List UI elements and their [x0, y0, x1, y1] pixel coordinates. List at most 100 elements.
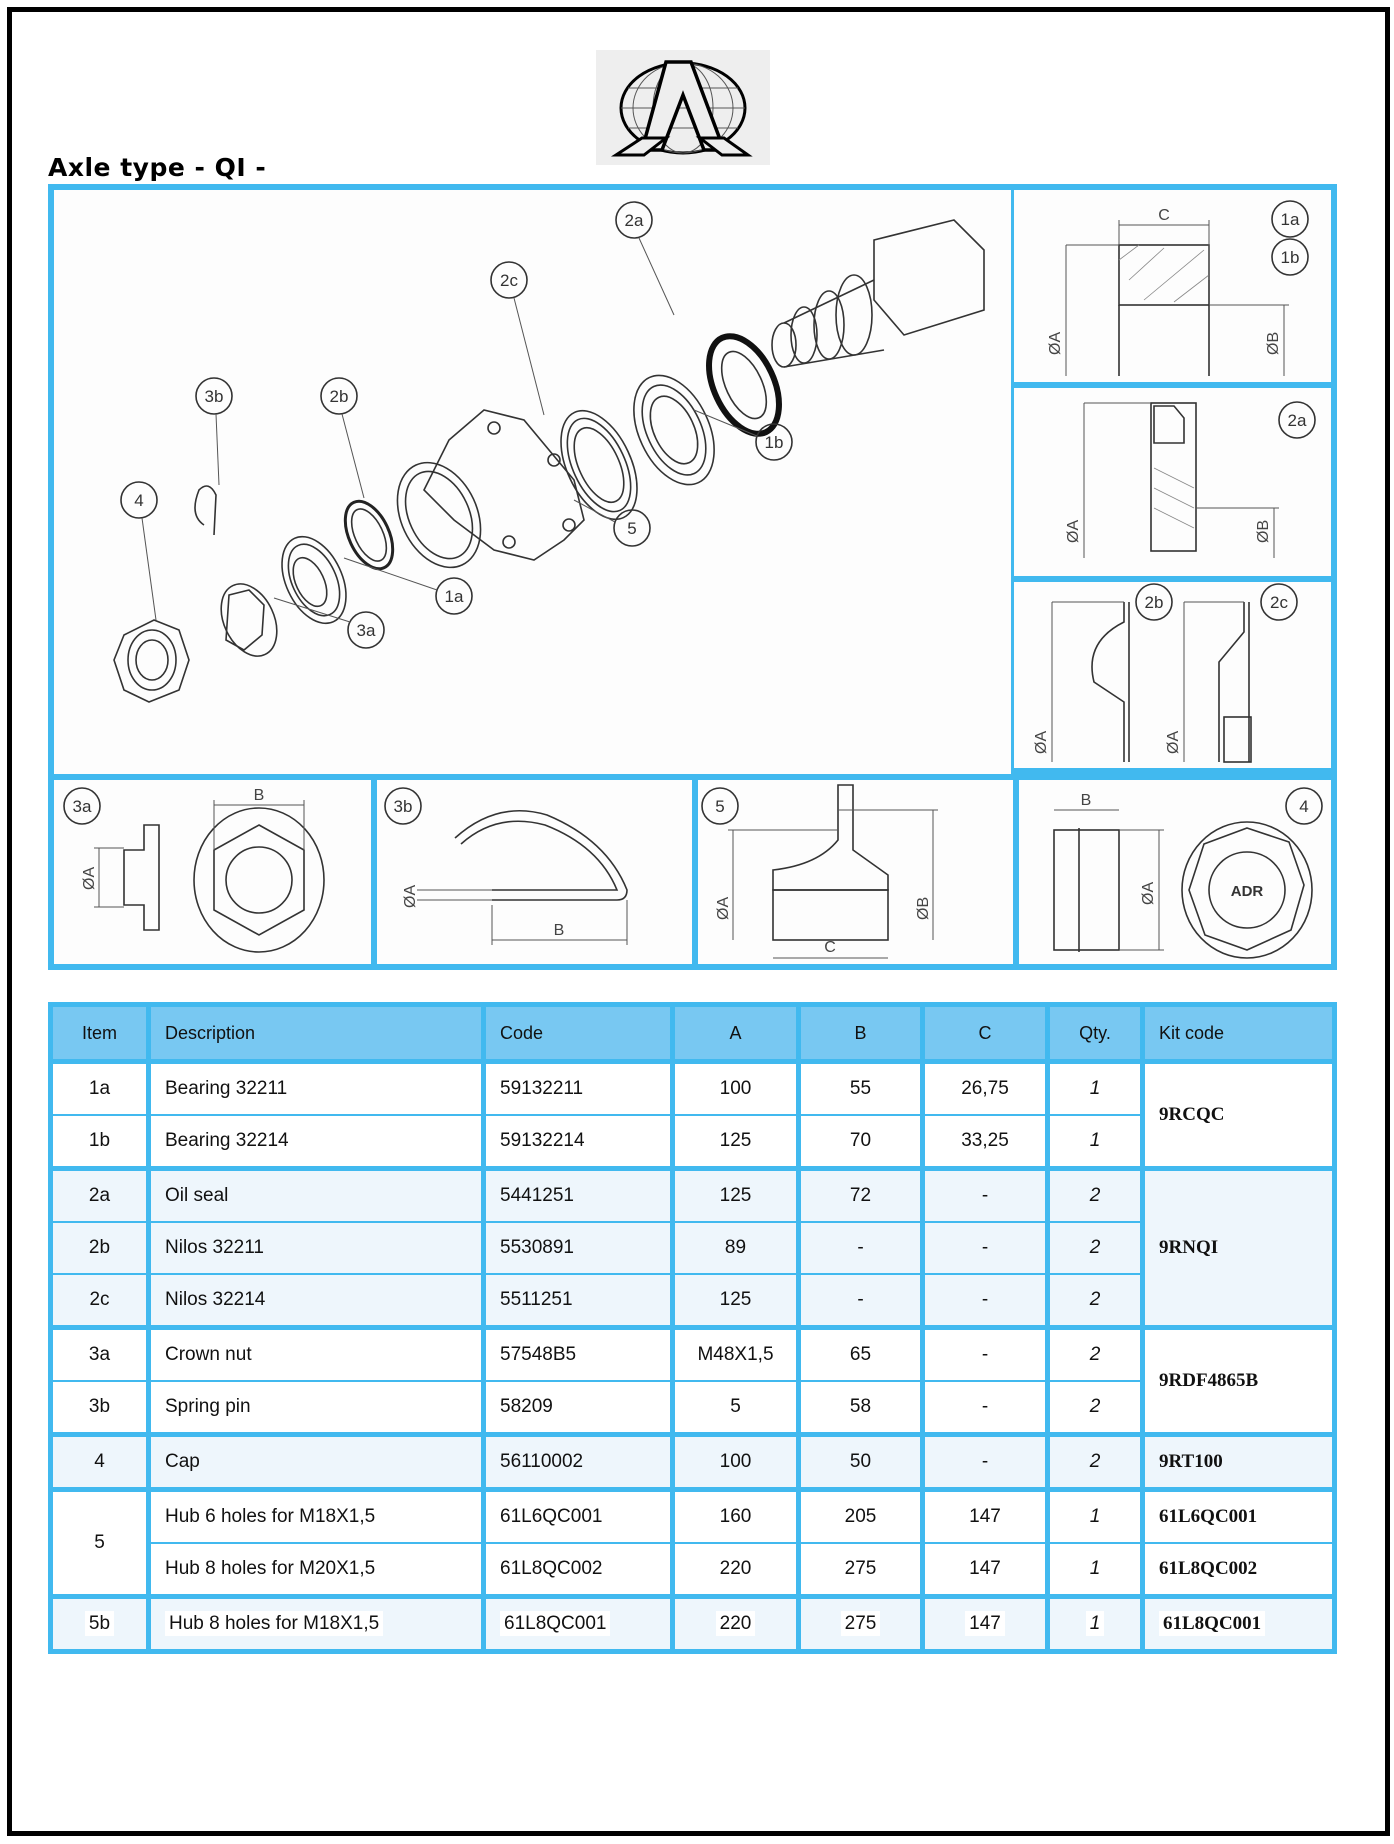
svg-text:ØA: ØA	[1140, 882, 1157, 905]
svg-text:4: 4	[1299, 797, 1308, 816]
page-border	[7, 7, 1390, 1836]
hub-drawing	[396, 409, 585, 569]
cell-item: 1b	[48, 1114, 151, 1169]
svg-text:1a: 1a	[1281, 210, 1300, 229]
cell-qty: 1	[1045, 1487, 1145, 1543]
cell-description: Hub 8 holes for M20X1,5	[146, 1542, 486, 1597]
cell-b: 275	[796, 1542, 925, 1597]
svg-text:ØB: ØB	[1265, 332, 1282, 355]
cell-qty: 1	[1045, 1114, 1145, 1169]
cell-code: 61L8QC002	[481, 1542, 675, 1597]
cell-a: M48X1,5	[670, 1325, 801, 1381]
header-c: C	[920, 1004, 1050, 1064]
cell-code: 57548B5	[481, 1325, 675, 1381]
table-header-row: Item Description Code A B C Qty. Kit cod…	[48, 1004, 1337, 1064]
callout-3b: 3b	[195, 377, 233, 486]
cell-c: 147	[920, 1594, 1050, 1652]
svg-text:1a: 1a	[445, 587, 464, 606]
adr-globe-logo-icon	[610, 60, 753, 157]
callout-1a: 1a	[343, 557, 473, 615]
cell-kit-code: 9RCQC	[1140, 1061, 1337, 1169]
cell-qty: 2	[1045, 1325, 1145, 1381]
svg-text:3a: 3a	[357, 621, 376, 640]
exploded-view-drawing: 2a 2c 1b 3b 2b 5 4 1a 3a	[113, 201, 985, 703]
cell-qty: 1	[1045, 1594, 1145, 1652]
cell-description: Nilos 32214	[146, 1273, 486, 1328]
svg-text:2c: 2c	[1270, 593, 1288, 612]
cell-description: Bearing 32211	[146, 1061, 486, 1115]
cell-a: 160	[670, 1487, 801, 1543]
cell-a: 100	[670, 1432, 801, 1490]
cell-item: 5b	[48, 1594, 151, 1652]
svg-text:1b: 1b	[1281, 248, 1300, 267]
table-row: 3b Spring pin 58209 5 58 - 2	[48, 1380, 1335, 1435]
cell-qty: 2	[1045, 1221, 1145, 1274]
cell-item: 4	[48, 1432, 151, 1490]
cell-code: 59132211	[481, 1061, 675, 1115]
cell-c: 147	[920, 1487, 1050, 1543]
cell-b: 50	[796, 1432, 925, 1490]
callout-4: 4	[120, 481, 158, 621]
cell-b: 55	[796, 1061, 925, 1115]
table-row: 4 Cap 56110002 100 50 - 2 9RT100	[48, 1432, 1337, 1490]
table-row: 2b Nilos 32211 5530891 89 - - 2	[48, 1221, 1335, 1274]
callout-5: 5	[573, 499, 651, 547]
cell-kit-code: 9RT100	[1140, 1432, 1337, 1490]
svg-text:3a: 3a	[73, 797, 92, 816]
cell-item: 1a	[48, 1061, 151, 1115]
cell-kit-code: 61L6QC001	[1140, 1487, 1337, 1543]
detail-panel-1a-1b: C ØA ØB 1a 1b	[1014, 190, 1331, 382]
cell-code: 5441251	[481, 1166, 675, 1222]
svg-text:ØA: ØA	[1165, 731, 1182, 754]
cell-b: 58	[796, 1380, 925, 1435]
svg-text:ØB: ØB	[915, 897, 932, 920]
svg-text:2c: 2c	[500, 271, 518, 290]
svg-text:ØA: ØA	[1047, 332, 1064, 355]
cell-description: Oil seal	[146, 1166, 486, 1222]
table-row: 5b Hub 8 holes for M18X1,5 61L8QC001 220…	[48, 1594, 1337, 1652]
cell-qty: 2	[1045, 1380, 1145, 1435]
cell-b: 65	[796, 1325, 925, 1381]
svg-text:ØA: ØA	[715, 897, 732, 920]
detail-panel-2a: ØA ØB 2a	[1014, 388, 1331, 576]
cell-qty: 1	[1045, 1542, 1145, 1597]
header-b: B	[796, 1004, 925, 1064]
svg-text:C: C	[1158, 207, 1170, 224]
svg-text:C: C	[824, 939, 836, 956]
table-row: 5 Hub 6 holes for M18X1,5 61L6QC001 160 …	[48, 1487, 1337, 1597]
cell-c: -	[920, 1380, 1050, 1435]
cell-c: 147	[920, 1542, 1050, 1597]
cell-b: 205	[796, 1487, 925, 1543]
cell-kit-code: 61L8QC001	[1140, 1594, 1337, 1652]
svg-text:2a: 2a	[625, 211, 644, 230]
company-logo	[596, 50, 770, 165]
header-description: Description	[146, 1004, 486, 1064]
detail-panel-2b-2c: ØA ØA 2b 2c	[1014, 582, 1331, 768]
cell-a: 125	[670, 1114, 801, 1169]
cell-description: Nilos 32211	[146, 1221, 486, 1274]
axle-stub-drawing	[771, 219, 985, 368]
cell-description: Hub 6 holes for M18X1,5	[146, 1487, 486, 1543]
cell-qty: 2	[1045, 1273, 1145, 1328]
cell-code: 61L8QC001	[481, 1594, 675, 1652]
cell-c: -	[920, 1166, 1050, 1222]
page-title: Axle type - QI -	[48, 153, 267, 182]
cell-code: 56110002	[481, 1432, 675, 1490]
cell-c: -	[920, 1325, 1050, 1381]
detail-panel-4: 4 B ØA ADR	[1019, 780, 1331, 964]
svg-text:2b: 2b	[1145, 593, 1164, 612]
cell-description: Hub 8 holes for M18X1,5	[146, 1594, 486, 1652]
svg-text:ØA: ØA	[81, 867, 98, 890]
svg-text:ØA: ØA	[1033, 731, 1050, 754]
exploded-view-panel: 2a 2c 1b 3b 2b 5 4 1a 3a	[54, 190, 1011, 774]
cell-item: 2b	[48, 1221, 151, 1274]
cell-kit-code: 9RNQI	[1140, 1166, 1337, 1328]
table-row: 3a Crown nut 57548B5 M48X1,5 65 - 2 9RDF…	[48, 1325, 1337, 1435]
svg-text:4: 4	[134, 491, 143, 510]
table-row: 1b Bearing 32214 59132214 125 70 33,25 1	[48, 1114, 1335, 1169]
cell-a: 220	[670, 1594, 801, 1652]
svg-text:B: B	[254, 787, 265, 804]
table-row: 1a Bearing 32211 59132211 100 55 26,75 1…	[48, 1061, 1337, 1169]
table-row: 2a Oil seal 5441251 125 72 - 2 9RNQI	[48, 1166, 1337, 1328]
cell-code: 61L6QC001	[481, 1487, 675, 1543]
